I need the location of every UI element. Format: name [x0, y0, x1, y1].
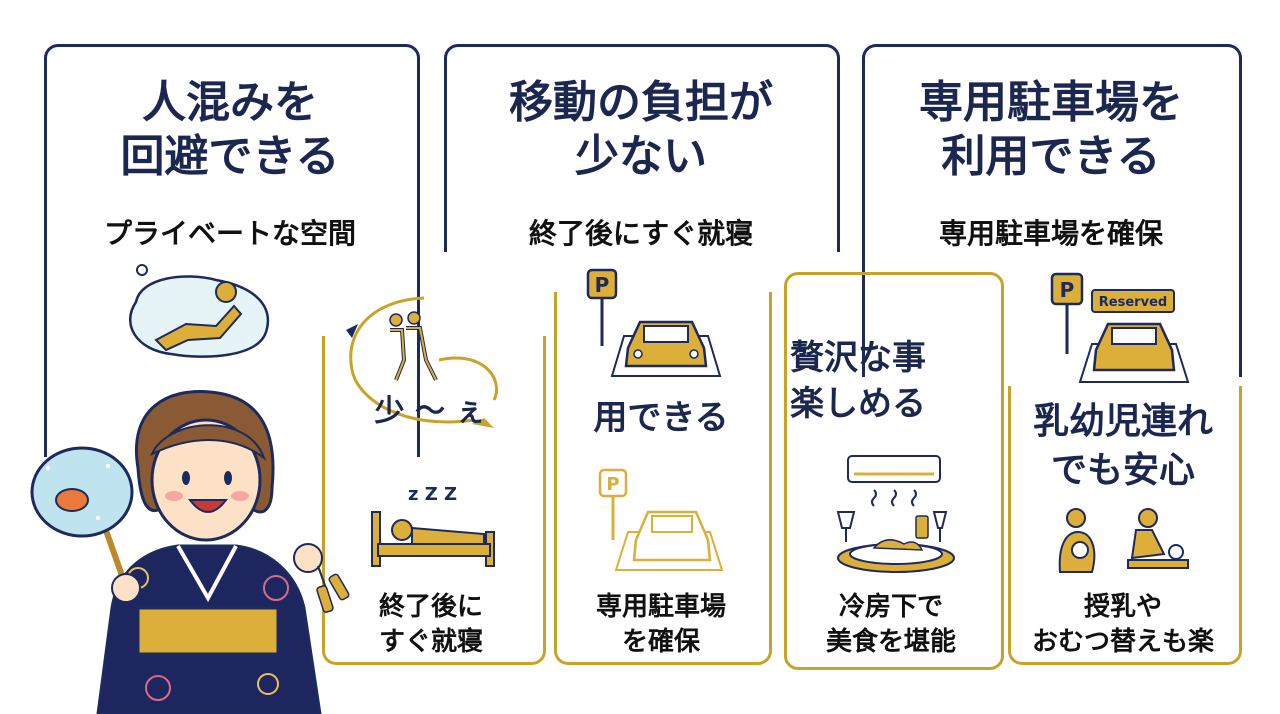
panel-parking-subtitle: 専用駐車場を確保 [938, 217, 1163, 250]
zz-text: z Z Z [408, 484, 457, 505]
panel-transport-subtitle: 終了後にすぐ就寝 [528, 217, 754, 250]
parking-car-icon: P [584, 266, 734, 386]
svg-text:P: P [595, 273, 610, 297]
nursing-diaper-icon [1052, 506, 1192, 578]
panel-transport-frame [444, 44, 840, 252]
luxury-overlay-text: 贅沢な事 楽しめる [790, 338, 926, 424]
woman-in-yukata-icon [28, 388, 358, 714]
card-family-label: 授乳や おむつ替えも楽 [1031, 592, 1214, 658]
card-family-frame [1008, 386, 1242, 665]
uchiwa-fan-icon [30, 446, 134, 600]
sleeping-person-icon: z Z Z [368, 472, 498, 572]
svg-text:P: P [1060, 278, 1075, 302]
card-parking-frame [554, 292, 772, 665]
reserved-parking-icon: P Reserved [1048, 270, 1198, 390]
panel-crowd-title: 人混みを 回避できる [120, 77, 340, 182]
panel-parking-title: 専用駐車場を 利用できる [919, 77, 1183, 182]
card-dining-frame [784, 272, 1004, 670]
aircon-dinner-icon [830, 450, 960, 576]
relaxing-person-bubble-icon [116, 262, 276, 362]
card-sleep-label: 終了後に すぐ就寝 [378, 592, 483, 658]
card-dining-label: 冷房下で 美食を堪能 [825, 592, 956, 658]
crowd-avoid-arrows-icon [344, 290, 514, 440]
family-overlay-text: 乳幼児連れ でも安心 [1032, 401, 1213, 491]
panel-crowd-frame [44, 44, 420, 457]
panel-parking-frame [862, 44, 1242, 377]
card-parking-label: 専用駐車場 を確保 [595, 592, 726, 658]
car-keys-icon [316, 565, 350, 613]
panel-crowd-subtitle: プライベートな空間 [103, 217, 356, 250]
parking-overlay-text: 用できる [593, 398, 729, 438]
card-sleep-frame [322, 336, 546, 665]
reserved-sign-text: Reserved [1099, 295, 1167, 310]
svg-text:P: P [606, 474, 619, 495]
crowd-overlay-text: 少 〜 ぇ [374, 394, 486, 429]
parking-car-outline-icon: P [596, 466, 726, 576]
panel-transport-title: 移動の負担が 少ない [509, 77, 773, 182]
